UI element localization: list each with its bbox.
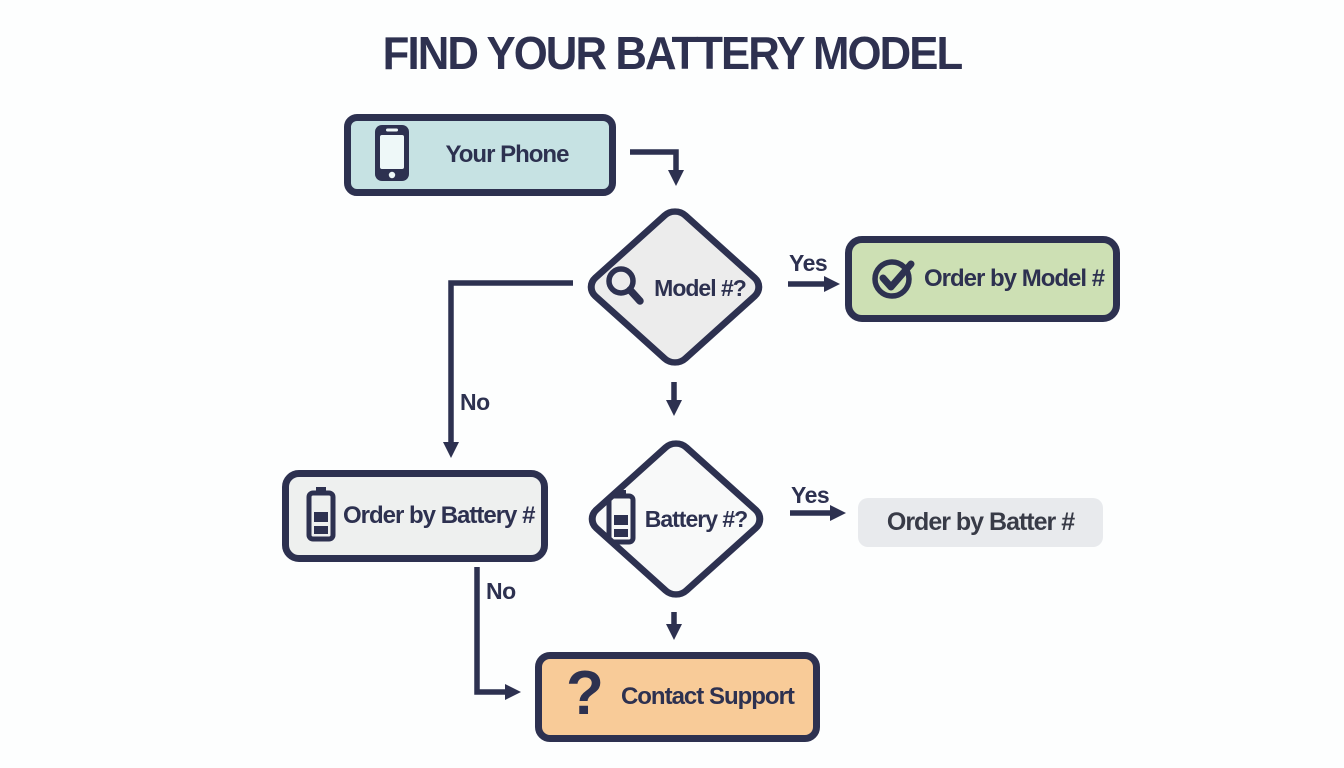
node-label: Order by Battery #	[343, 502, 535, 529]
edge-label-model-no: No	[460, 389, 490, 415]
check-circle-icon	[870, 254, 918, 305]
node-order-by-battery: Order by Battery #	[282, 470, 548, 562]
node-order-by-batter: Order by Batter #	[858, 498, 1103, 547]
node-battery-question: Battery #?	[576, 430, 776, 608]
edge-battery-no-to-contact	[474, 567, 521, 700]
edge-label-model-yes: Yes	[789, 250, 828, 276]
edge-label-battery-yes: Yes	[791, 482, 830, 508]
battery-icon	[605, 489, 637, 550]
page-title: FIND YOUR BATTERY MODEL	[382, 27, 964, 79]
node-order-by-model: Order by Model #	[845, 236, 1120, 322]
edge-model-no	[443, 280, 573, 458]
node-your-phone: Your Phone	[344, 114, 616, 196]
question-mark-icon: ?	[566, 659, 604, 728]
edge-phone-to-model	[630, 149, 684, 186]
node-label: Model #?	[654, 274, 747, 301]
node-contact-support: ? Contact Support	[535, 652, 820, 742]
node-model-question: Model #?	[575, 198, 775, 378]
node-label: Battery #?	[644, 505, 748, 532]
edge-label-battery-no: No	[486, 578, 516, 604]
battery-icon	[305, 486, 337, 547]
node-label: Order by Model #	[924, 265, 1105, 292]
node-label: Your Phone	[445, 141, 570, 168]
phone-icon	[373, 122, 411, 189]
search-icon	[604, 265, 646, 312]
node-label: Contact Support	[620, 683, 795, 710]
